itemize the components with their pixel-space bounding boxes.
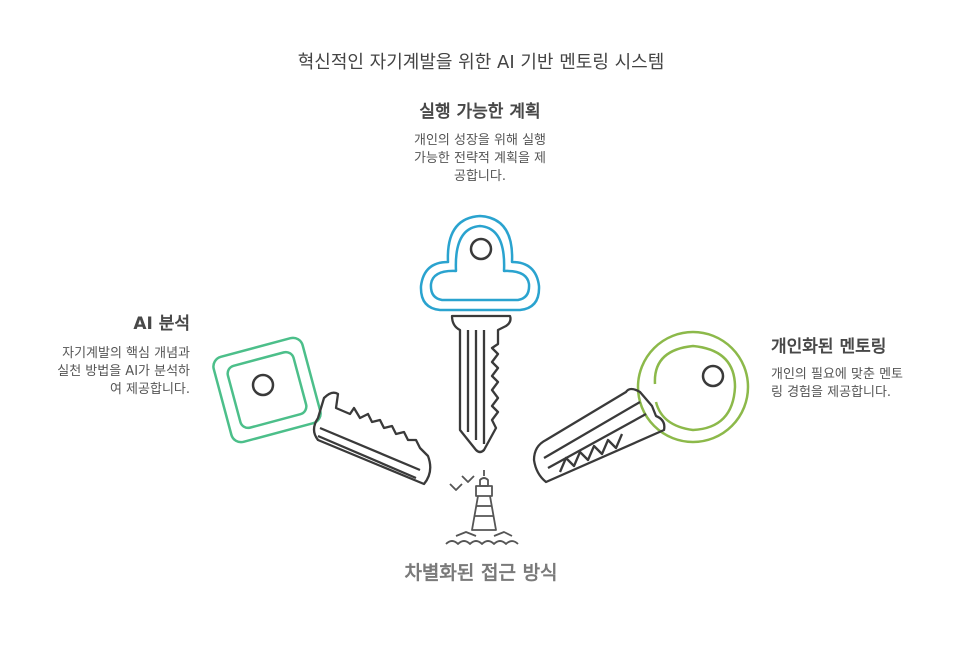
top-heading: 실행 가능한 계획: [419, 102, 541, 122]
left-desc-line-3: 여 제공합니다.: [109, 382, 190, 397]
square-key-icon: [212, 336, 432, 486]
top-desc-line-2: 가능한 전략적 계획을 제: [414, 151, 546, 166]
right-desc-line-2: 링 경험을 제공합니다.: [771, 385, 892, 400]
top-desc-line-1: 개인의 성장을 위해 실행: [414, 133, 546, 148]
left-description: 자기계발의 핵심 개념과 실천 방법을 AI가 분석하 여 제공합니다.: [10, 345, 190, 399]
round-key-icon: [532, 330, 750, 484]
top-desc-line-3: 공합니다.: [454, 169, 506, 184]
right-desc-line-1: 개인의 필요에 맞춘 멘토: [771, 367, 903, 382]
right-description: 개인의 필요에 맞춘 멘토 링 경험을 제공합니다.: [771, 366, 951, 402]
top-description: 개인의 성장을 위해 실행 가능한 전략적 계획을 제 공합니다.: [380, 132, 580, 186]
right-heading: 개인화된 멘토링: [771, 337, 887, 357]
diagram-title: 혁신적인 자기계발을 위한 AI 기반 멘토링 시스템: [297, 52, 665, 73]
cloud-key-icon: [419, 214, 541, 454]
bottom-label: 차별화된 접근 방식: [404, 562, 558, 584]
left-desc-line-2: 실천 방법을 AI가 분석하: [57, 364, 190, 379]
lighthouse-icon: [445, 470, 519, 545]
left-heading: AI 분석: [133, 314, 190, 334]
left-desc-line-1: 자기계발의 핵심 개념과: [62, 346, 190, 361]
